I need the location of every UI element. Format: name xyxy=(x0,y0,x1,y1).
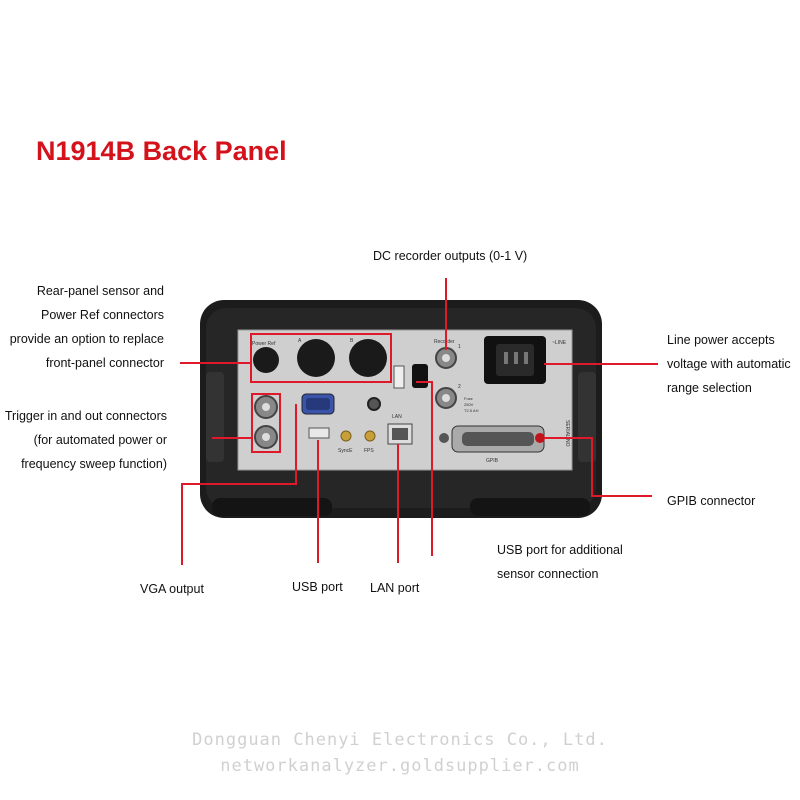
power-ref-connector xyxy=(253,347,279,373)
ch2-text: 2 xyxy=(458,384,461,390)
sensor-a-connector xyxy=(297,339,335,377)
sync-text: SyncE xyxy=(338,448,353,454)
lan-text: LAN xyxy=(392,414,402,420)
callout-line-power: Line power accepts voltage with automati… xyxy=(667,333,791,395)
serial-text: SERIAL NO xyxy=(564,420,570,447)
highlight-trigger-connectors xyxy=(251,393,281,453)
line-gpib xyxy=(544,437,652,497)
sensor-b-connector xyxy=(349,339,387,377)
line-text: ~LINE xyxy=(552,340,567,346)
b-text: B xyxy=(350,338,354,344)
a-text: A xyxy=(298,338,302,344)
watermark-url: networkanalyzer.goldsupplier.com xyxy=(220,756,580,776)
callout-usb-sensor: USB port for additional sensor connectio… xyxy=(497,543,623,581)
fps-text: FPS xyxy=(364,448,374,454)
ch1-text: 1 xyxy=(458,344,461,350)
callout-rear-sensor: Rear-panel sensor and Power Ref connecto… xyxy=(9,284,164,370)
gpib-text: GPIB xyxy=(486,458,499,464)
usb-sensor-port xyxy=(393,365,405,389)
callout-vga: VGA output xyxy=(140,582,204,596)
callout-trigger: Trigger in and out connectors (for autom… xyxy=(4,409,167,471)
power-ref-text: Power Ref xyxy=(252,341,276,347)
callout-usb: USB port xyxy=(292,580,343,594)
fuse-text: Fuse xyxy=(464,396,474,401)
watermark-company: Dongguan Chenyi Electronics Co., Ltd. xyxy=(192,730,608,750)
page-title: N1914B Back Panel xyxy=(36,136,287,166)
line-usb-sensor xyxy=(416,381,433,556)
line-vga xyxy=(181,404,297,565)
usb-port-connector xyxy=(308,427,330,439)
fuse-amp-text: T2.5 AH xyxy=(464,408,479,413)
fuse-rating-text: 250V xyxy=(464,402,474,407)
recorder-text: Recorder xyxy=(434,339,455,345)
callout-lan: LAN port xyxy=(370,581,420,595)
highlight-sensor-connectors xyxy=(250,333,392,383)
callout-dc-recorder: DC recorder outputs (0-1 V) xyxy=(373,249,528,263)
callout-gpib: GPIB connector xyxy=(667,494,756,508)
